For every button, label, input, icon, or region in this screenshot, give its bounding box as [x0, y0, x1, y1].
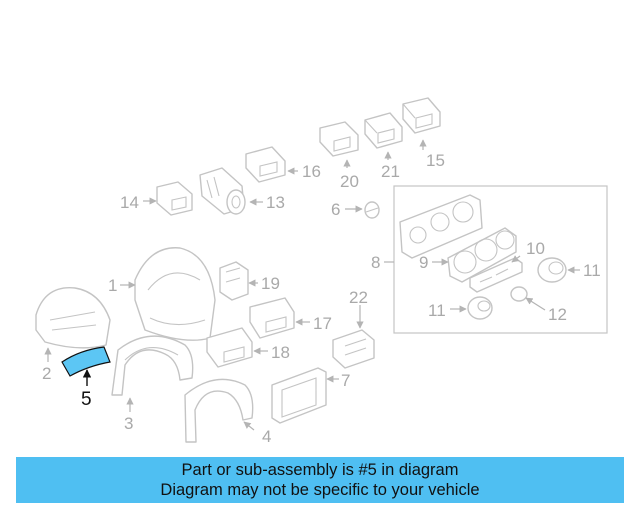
- callout-2: 2: [42, 364, 51, 383]
- callout-22: 22: [349, 288, 368, 307]
- callout-7: 7: [341, 371, 350, 390]
- callout-15: 15: [426, 151, 445, 170]
- part-5-highlighted[interactable]: [61, 346, 111, 377]
- callout-20: 20: [340, 172, 359, 191]
- callout-6: 6: [331, 200, 340, 219]
- banner-line-part-number: Part or sub-assembly is #5 in diagram: [181, 461, 459, 479]
- callout-19: 19: [261, 274, 280, 293]
- callout-11-right: 11: [583, 261, 601, 280]
- callout-1: 1: [108, 276, 117, 295]
- part-7-radio-bezel[interactable]: [271, 367, 327, 424]
- part-21-switch[interactable]: [364, 112, 403, 149]
- part-22-connector[interactable]: [332, 329, 375, 369]
- callout-5: 5: [81, 389, 92, 410]
- banner-line-disclaimer: Diagram may not be specific to your vehi…: [160, 481, 480, 499]
- callout-17: 17: [313, 314, 332, 333]
- callout-14: 14: [120, 193, 139, 212]
- info-banner: Part or sub-assembly is #5 in diagram Di…: [16, 457, 624, 503]
- parts-diagram: 15 21 20 16 13 14 6 8 9 10 11 11 12 1 19…: [35, 97, 608, 446]
- part-14-switch[interactable]: [156, 181, 193, 216]
- callout-10: 10: [526, 239, 545, 258]
- part-15-switch[interactable]: [402, 97, 441, 134]
- callout-18: 18: [271, 343, 290, 362]
- part-20-switch[interactable]: [319, 121, 359, 157]
- callout-21: 21: [381, 162, 400, 181]
- part-16-switch[interactable]: [245, 146, 286, 183]
- part-4-trim-panel[interactable]: [184, 378, 254, 443]
- part-17-switch[interactable]: [249, 297, 295, 339]
- part-3-trim-panel[interactable]: [111, 335, 194, 396]
- part-1-instrument-cluster[interactable]: [134, 247, 216, 341]
- callout-16: 16: [302, 162, 321, 181]
- part-2-cluster-housing[interactable]: [35, 287, 111, 349]
- part-8-climate-control-group[interactable]: [393, 185, 608, 334]
- callout-11-left: 11: [428, 301, 446, 320]
- callout-9: 9: [419, 253, 428, 272]
- part-19-switch[interactable]: [219, 261, 249, 301]
- part-18-switch[interactable]: [206, 327, 253, 368]
- callout-labels: 15 21 20 16 13 14 6 8 9 10 11 11 12 1 19…: [42, 151, 601, 446]
- callout-12: 12: [548, 305, 567, 324]
- part-13-rotary-switch[interactable]: [199, 167, 246, 215]
- callout-13: 13: [266, 193, 285, 212]
- callout-3: 3: [124, 414, 133, 433]
- part-6-screw[interactable]: [364, 201, 380, 219]
- leader-lines: [44, 139, 580, 431]
- callout-8: 8: [371, 253, 380, 272]
- callout-4: 4: [262, 427, 271, 446]
